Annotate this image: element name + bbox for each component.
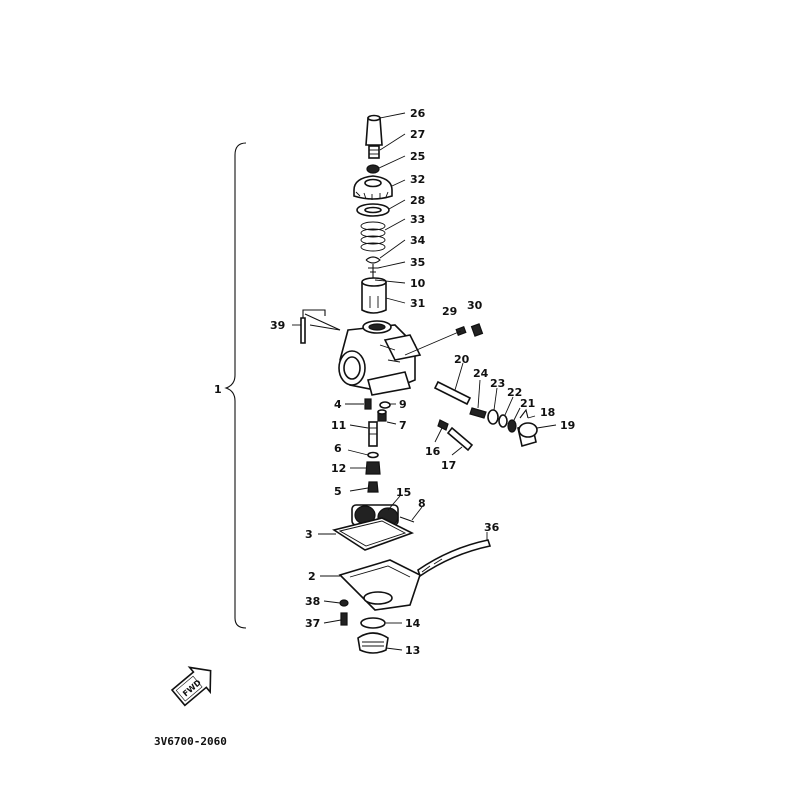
part-16-pin [437, 419, 449, 431]
callout-22: 22 [507, 386, 522, 399]
callout-13: 13 [405, 644, 420, 657]
part-9-ring [379, 401, 391, 409]
callout-11: 11 [331, 419, 346, 432]
callout-31: 31 [410, 297, 425, 310]
callout-18: 18 [540, 406, 555, 419]
part-21-spring [507, 419, 517, 433]
carburetor-body [338, 320, 422, 396]
part-24-spring [469, 407, 487, 419]
callout-7: 7 [399, 419, 407, 432]
part-32-top-cap [353, 175, 393, 200]
assembly-number-label: 1 [214, 383, 222, 396]
callout-28: 28 [410, 194, 425, 207]
callout-17: 17 [441, 459, 456, 472]
part-2-float-chamber [338, 559, 421, 611]
part-19-cap [517, 422, 538, 448]
callout-32: 32 [410, 173, 425, 186]
part-8-float-pin [399, 516, 415, 523]
part-30-screw [470, 323, 484, 337]
callout-12: 12 [331, 462, 346, 475]
callout-21: 21 [520, 397, 535, 410]
part-14-o-ring [360, 617, 386, 629]
diagram-part-code: 3V6700-2060 [154, 735, 227, 748]
callout-2: 2 [308, 570, 316, 583]
part-4-screw [364, 398, 372, 410]
callout-39: 39 [270, 319, 285, 332]
callout-24: 24 [473, 367, 489, 380]
callout-26: 26 [410, 107, 426, 120]
part-23-washer [487, 409, 499, 425]
part-17-screw [446, 426, 474, 452]
callout-23: 23 [490, 377, 505, 390]
part-26-cap [365, 114, 383, 146]
callout-27: 27 [410, 128, 425, 141]
callout-5: 5 [334, 485, 342, 498]
callout-33: 33 [410, 213, 425, 226]
leader-lines [292, 112, 557, 651]
part-7-nozzle [377, 409, 387, 422]
assembly-bracket [224, 142, 247, 629]
part-25-nut [366, 164, 380, 174]
part-31-throttle-valve [361, 277, 387, 314]
part-13-drain-plug [357, 632, 389, 654]
callout-19: 19 [560, 419, 575, 432]
part-27-screw [368, 145, 380, 159]
callout-35: 35 [410, 256, 425, 269]
callout-16: 16 [425, 445, 441, 458]
part-5-pilot-jet [367, 481, 379, 493]
part-12-main-jet [365, 461, 381, 475]
part-18-clip [519, 408, 529, 419]
callout-9: 9 [399, 398, 407, 411]
callout-34: 34 [410, 234, 426, 247]
callout-36: 36 [484, 521, 500, 534]
part-39-pipe [300, 309, 341, 344]
part-38-screw [339, 599, 349, 607]
callout-10: 10 [410, 277, 426, 290]
callout-38: 38 [305, 595, 320, 608]
callout-4: 4 [334, 398, 342, 411]
fwd-arrow-icon: FWD [170, 666, 212, 707]
part-33-spring [360, 221, 386, 252]
part-22-o-ring [498, 414, 508, 428]
part-34-retainer [365, 256, 381, 264]
callout-29: 29 [442, 305, 457, 318]
part-20-shaft [433, 380, 472, 406]
callout-20: 20 [454, 353, 470, 366]
callout-3: 3 [305, 528, 313, 541]
part-11-needle-jet [368, 421, 378, 447]
callout-30: 30 [467, 299, 483, 312]
callout-15: 15 [396, 486, 411, 499]
callout-37: 37 [305, 617, 320, 630]
callout-14: 14 [405, 617, 421, 630]
part-36-drain-hose [417, 539, 492, 578]
part-6-washer [367, 451, 379, 459]
callout-labels: 26 27 25 32 28 33 34 35 10 31 29 30 39 2… [270, 107, 575, 657]
part-37-screw [340, 612, 348, 626]
callout-25: 25 [410, 150, 425, 163]
callout-6: 6 [334, 442, 342, 455]
callout-8: 8 [418, 497, 426, 510]
